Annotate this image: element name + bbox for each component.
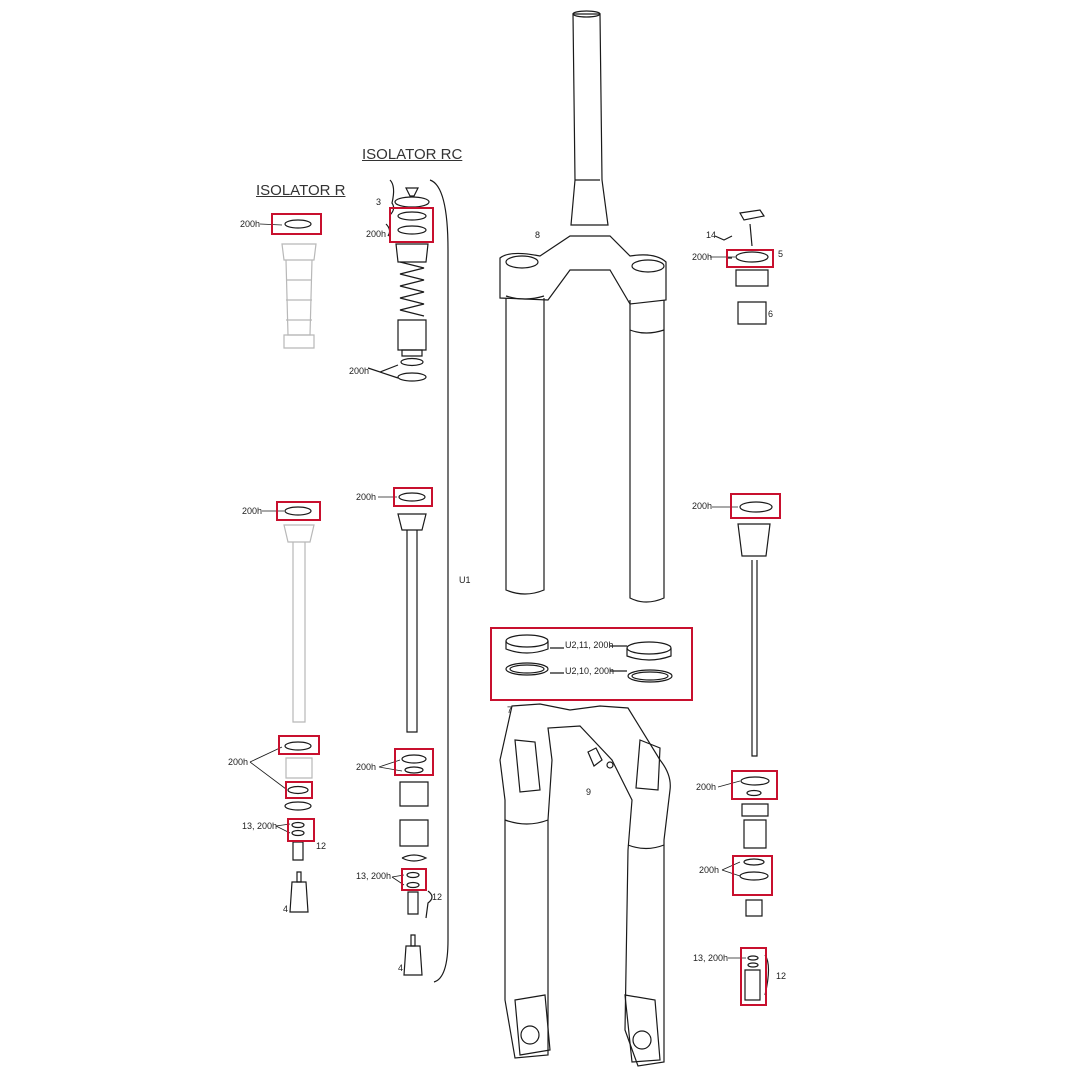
callout-isolator-rc-200h-mid: 200h [356,492,377,502]
callout-isolator-rc-12: 12 [432,892,443,902]
isolator-r-assembly [281,243,317,779]
highlight-isolator-rc-small-orings [401,868,427,891]
callout-air-200h-low2: 200h [699,865,720,875]
highlight-isolator-r-oring [285,781,313,799]
highlight-isolator-r-small-orings [287,818,315,842]
highlight-seal-kit [490,627,693,701]
callout-isolator-rc-200h-top: 200h [366,229,387,239]
callout-isolator-r-13-200h: 13, 200h [242,821,278,831]
callout-isolator-rc-200h-spring: 200h [349,366,370,376]
lower-leg-assembly [499,703,671,1067]
callout-lower-9: 9 [586,787,592,797]
highlight-air-top-seal [726,249,774,268]
highlight-air-lower-seals [732,855,773,896]
callout-isolator-r-200h-top: 200h [240,219,261,229]
highlight-isolator-r-mid-seal [276,501,321,521]
highlight-isolator-r-top-seal [271,213,322,235]
isolator-rc-assembly [367,179,449,983]
isolator-rc-title: ISOLATOR RC [362,146,463,163]
highlight-isolator-rc-mid-seal [393,487,433,507]
highlight-air-mid-seal [730,493,781,519]
callout-isolator-r-200h-low: 200h [228,757,249,767]
callout-seal-u2-10: U2,10, 200h [565,666,615,676]
isolator-r-lower-parts [284,219,312,913]
callout-air-14: 14 [706,230,717,240]
callout-air-5: 5 [778,249,784,259]
callout-air-200h-mid: 200h [692,501,713,511]
callout-lower-7: 7 [507,705,513,715]
callout-isolator-rc-13-200h: 13, 200h [356,871,392,881]
callout-isolator-rc-3: 3 [376,197,382,207]
callout-isolator-r-12: 12 [316,841,327,851]
highlight-isolator-rc-top-seals [389,207,434,243]
callout-fork-8: 8 [535,230,541,240]
highlight-air-small-parts [740,947,767,1006]
callout-isolator-r-4: 4 [283,904,289,914]
callout-isolator-rc-4: 4 [398,963,404,973]
callout-isolator-r-200h-mid: 200h [242,506,263,516]
upper-tube-assembly [499,10,667,603]
callout-air-200h-top: 200h [692,252,713,262]
callout-isolator-rc-200h-low: 200h [356,762,377,772]
highlight-isolator-rc-low-seals [394,748,434,776]
callout-u1: U1 [459,575,471,585]
callout-seal-u2-11: U2,11, 200h [565,640,614,650]
highlight-isolator-r-low-seal [278,735,320,755]
callout-air-13-200h: 13, 200h [693,953,729,963]
callout-air-12: 12 [776,971,787,981]
callout-air-200h-low1: 200h [696,782,717,792]
isolator-r-title: ISOLATOR R [256,182,346,199]
highlight-air-low-seals [731,770,778,800]
seal-kit-parts [505,634,673,683]
callout-air-6: 6 [768,309,774,319]
